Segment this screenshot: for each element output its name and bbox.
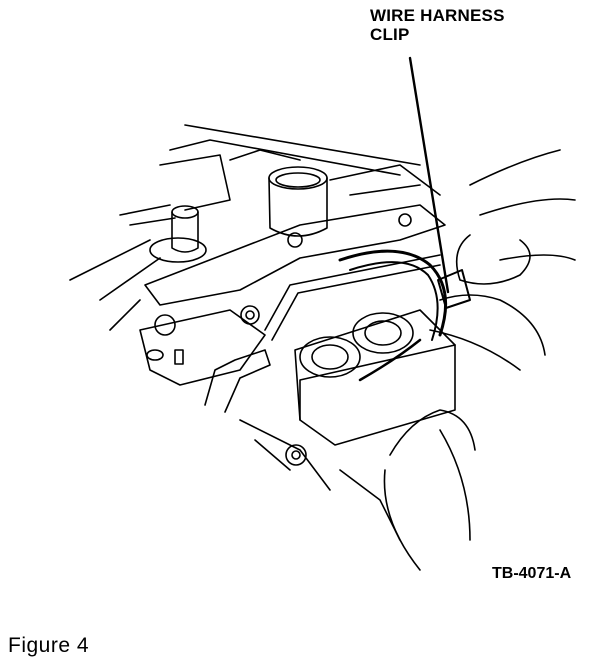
figure-caption: Figure 4: [8, 634, 90, 657]
connector-left-inner: [311, 344, 349, 370]
left-post-base: [149, 237, 207, 263]
wire-harness-clip-callout: WIRE HARNESS CLIP: [370, 6, 505, 44]
lower-hand: [383, 409, 476, 571]
callout-line-1: WIRE HARNESS: [370, 6, 505, 25]
casing-line: [339, 469, 401, 541]
bracket-hole: [398, 213, 412, 227]
left-post-body: [171, 211, 199, 253]
callout-line-2: CLIP: [370, 25, 410, 44]
connector-right-inner: [364, 320, 402, 346]
casing-line: [239, 419, 331, 491]
left-post-top: [171, 205, 199, 219]
left-plate: [139, 309, 266, 386]
linkage-rod: [264, 254, 441, 331]
wire-harness: [349, 261, 439, 341]
frame-line: [184, 124, 421, 166]
callout-leader-line: [408, 56, 450, 294]
plate-hole: [154, 314, 176, 336]
manual-lever: [204, 349, 271, 413]
frame-line: [169, 139, 401, 176]
connector-right: [352, 312, 414, 354]
right-hand-lower: [429, 294, 546, 371]
lever-bracket: [144, 204, 446, 306]
connector-block-front: [299, 344, 456, 421]
frame-line: [119, 204, 171, 216]
frame-line: [129, 217, 176, 226]
connector-left: [299, 336, 361, 378]
figure-code: TB-4071-A: [492, 565, 572, 582]
right-hand: [455, 149, 576, 285]
plate-bolt: [240, 305, 260, 325]
plate-slot: [174, 349, 184, 365]
top-cylinder-inner: [275, 172, 321, 188]
frame-line: [69, 239, 151, 281]
frame-line: [349, 184, 421, 196]
plate-slot: [146, 349, 164, 361]
bracket-hole: [287, 232, 303, 248]
frame-line: [159, 154, 231, 211]
casing-bolt-inner: [291, 450, 301, 460]
frame-line: [99, 257, 161, 301]
frame-line: [229, 149, 301, 161]
top-cylinder-body: [268, 177, 328, 237]
linkage-rod: [271, 264, 441, 341]
plate-bolt-inner: [245, 310, 255, 320]
wire-harness: [358, 338, 422, 382]
frame-line: [329, 164, 441, 196]
frame-line: [109, 299, 141, 331]
casing-bolt: [285, 444, 307, 466]
casing-line: [254, 439, 291, 471]
